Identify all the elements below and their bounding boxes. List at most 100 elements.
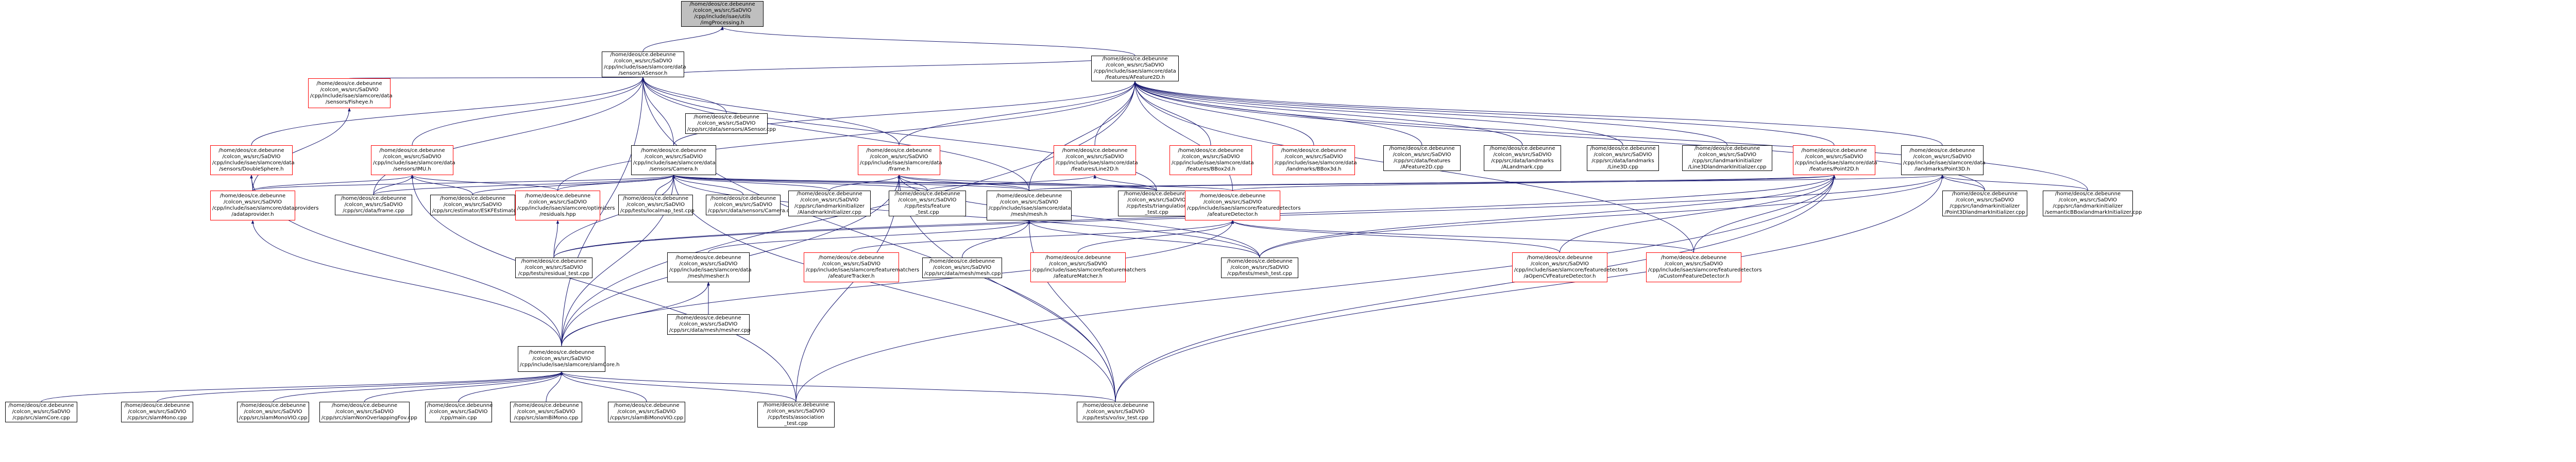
include-edge-afeature-line3dcpp bbox=[1133, 81, 1623, 146]
file-node-mesh_test[interactable]: /home/deos/ce.debeunne/colcon_ws/src/SaD… bbox=[1221, 258, 1298, 278]
file-node-mesher[interactable]: /home/deos/ce.debeunne/colcon_ws/src/SaD… bbox=[667, 252, 752, 282]
file-node-line3dcpp[interactable]: /home/deos/ce.debeunne/colcon_ws/src/SaD… bbox=[1587, 145, 1659, 171]
file-path-line: /colcon_ws/src/SaDVIO bbox=[822, 261, 881, 267]
file-path-line: /cpp/include/isae/slamcore/data bbox=[373, 160, 455, 166]
file-node-residual_test[interactable]: /home/deos/ce.debeunne/colcon_ws/src/SaD… bbox=[515, 258, 592, 278]
file-path-line: /aOpenCVFeatureDetector.h bbox=[1523, 273, 1596, 279]
file-node-meshcpp[interactable]: /home/deos/ce.debeunne/colcon_ws/src/SaD… bbox=[922, 258, 1002, 278]
file-node-line3dinit[interactable]: /home/deos/ce.debeunne/colcon_ws/src/SaD… bbox=[1682, 145, 1772, 171]
file-node-customfd[interactable]: /home/deos/ce.debeunne/colcon_ws/src/SaD… bbox=[1646, 252, 1762, 282]
include-edge-afeature-bbox3dh bbox=[1133, 81, 1314, 146]
file-path-line: /cpp/tests/residual_test.cpp bbox=[518, 271, 589, 277]
file-node-bbox2dh[interactable]: /home/deos/ce.debeunne/colcon_ws/src/SaD… bbox=[1170, 145, 1254, 175]
file-path-line: /cpp/src/landmarkinitializer bbox=[794, 203, 865, 209]
file-path-line: /cpp/src/data/sensors/ASensor.cpp bbox=[687, 127, 776, 132]
file-node-slambimono[interactable]: /home/deos/ce.debeunne/colcon_ws/src/SaD… bbox=[510, 402, 582, 422]
include-edge-slamcore-slambimono bbox=[546, 371, 563, 402]
file-node-semanticbbox[interactable]: /home/deos/ce.debeunne/colcon_ws/src/SaD… bbox=[2043, 191, 2142, 216]
file-node-eskf[interactable]: /home/deos/ce.debeunne/colcon_ws/src/SaD… bbox=[430, 195, 530, 215]
file-node-point3d[interactable]: /home/deos/ce.debeunne/colcon_ws/src/SaD… bbox=[1901, 145, 1986, 175]
file-path-line: /colcon_ws/src/SaDVIO bbox=[1664, 261, 1723, 267]
file-node-localmap_test[interactable]: /home/deos/ce.debeunne/colcon_ws/src/SaD… bbox=[618, 195, 694, 215]
file-node-bbox3dh[interactable]: /home/deos/ce.debeunne/colcon_ws/src/SaD… bbox=[1273, 145, 1357, 175]
file-node-dataprovider[interactable]: /home/deos/ce.debeunne/colcon_ws/src/SaD… bbox=[210, 191, 318, 220]
file-node-afeaturecpp[interactable]: /home/deos/ce.debeunne/colcon_ws/src/SaD… bbox=[1383, 145, 1461, 171]
include-edge-afeature-point3d bbox=[1133, 81, 1943, 146]
include-edge-line2d-frame_test bbox=[927, 175, 1096, 191]
include-edge-afeature-frame bbox=[899, 81, 1137, 146]
file-node-opencvfd[interactable]: /home/deos/ce.debeunne/colcon_ws/src/SaD… bbox=[1512, 252, 1628, 282]
file-node-slammono[interactable]: /home/deos/ce.debeunne/colcon_ws/src/SaD… bbox=[121, 402, 193, 422]
file-path-line: _test.cpp bbox=[784, 421, 808, 426]
include-edge-sensor-frame bbox=[641, 77, 900, 146]
file-path-line: /colcon_ws/src/SaDVIO bbox=[244, 409, 302, 415]
include-edge-afeature-point2d bbox=[1133, 81, 1835, 146]
file-node-point3dinit[interactable]: /home/deos/ce.debeunne/colcon_ws/src/SaD… bbox=[1942, 191, 2027, 216]
file-path-line: /cpp/src/estimator/ESKFEstimator.cpp bbox=[432, 208, 530, 214]
include-edge-mesh-vo_test bbox=[1027, 220, 1116, 402]
file-node-doublesphere[interactable]: /home/deos/ce.debeunne/colcon_ws/src/SaD… bbox=[210, 145, 295, 175]
include-edge-point2d-mesh bbox=[1029, 175, 1836, 191]
file-node-slamcorecpp[interactable]: /home/deos/ce.debeunne/colcon_ws/src/SaD… bbox=[5, 402, 77, 422]
file-node-frame[interactable]: /home/deos/ce.debeunne/colcon_ws/src/SaD… bbox=[858, 145, 942, 175]
file-node-residuals[interactable]: /home/deos/ce.debeunne/colcon_ws/src/SaD… bbox=[515, 191, 615, 220]
file-path-line: /cpp/tests/feature bbox=[904, 203, 951, 209]
file-path-line: /cpp/src/slamMono.cpp bbox=[127, 415, 187, 421]
file-path-line: /colcon_ws/src/SaDVIO bbox=[767, 408, 825, 414]
file-node-afeaturetracker[interactable]: /home/deos/ce.debeunne/colcon_ws/src/SaD… bbox=[804, 252, 919, 282]
include-edge-slamcore-slamnonoverlap bbox=[364, 371, 563, 402]
file-node-triang_test[interactable]: /home/deos/ce.debeunne/colcon_ws/src/SaD… bbox=[1118, 191, 1195, 216]
file-path-line: /home/deos/ce.debeunne bbox=[2055, 191, 2121, 197]
file-path-line: /home/deos/ce.debeunne bbox=[675, 315, 741, 321]
file-path-line: /home/deos/ce.debeunne bbox=[1952, 191, 2018, 197]
include-edge-afeaturedetector-slamcore bbox=[561, 220, 1234, 347]
file-node-vo_test[interactable]: /home/deos/ce.debeunne/colcon_ws/src/SaD… bbox=[1077, 402, 1154, 422]
file-path-line: /features/AFeature2D.h bbox=[1105, 75, 1165, 80]
include-edge-sensor-imu bbox=[412, 77, 645, 146]
file-path-line: /home/deos/ce.debeunne bbox=[240, 403, 306, 408]
file-node-slambimonovio[interactable]: /home/deos/ce.debeunne/colcon_ws/src/SaD… bbox=[608, 402, 685, 422]
include-edge-point2d-customfd bbox=[1693, 175, 1836, 253]
file-node-fisheye[interactable]: /home/deos/ce.debeunne/colcon_ws/src/SaD… bbox=[308, 78, 393, 108]
file-node-alandmarkinit[interactable]: /home/deos/ce.debeunne/colcon_ws/src/SaD… bbox=[788, 191, 871, 216]
file-path-line: /aCustomFeatureDetector.h bbox=[1658, 273, 1730, 279]
file-path-line: /landmarks/BBox3d.h bbox=[1286, 166, 1342, 172]
file-path-line: /cpp/src/slamNonOverlappingFov.cpp bbox=[321, 415, 417, 421]
file-node-cameracpp[interactable]: /home/deos/ce.debeunne/colcon_ws/src/SaD… bbox=[706, 195, 796, 215]
include-edge-slamcore-slamcorecpp bbox=[41, 371, 563, 402]
include-edge-slamcore-slambimonovio bbox=[560, 371, 647, 402]
file-path-line: /imgProcessing.h bbox=[700, 20, 744, 26]
file-node-sensor[interactable]: /home/deos/ce.debeunne/colcon_ws/src/SaD… bbox=[602, 52, 686, 77]
file-path-line: /afeatureMatcher.h bbox=[1054, 273, 1103, 279]
include-edge-sensor-framecpp bbox=[373, 77, 645, 195]
file-path-line: /colcon_ws/src/SaDVIO bbox=[1048, 261, 1108, 267]
file-path-line: /colcon_ws/src/SaDVIO bbox=[1913, 154, 1972, 160]
file-path-line: /sensors/ASensor.h bbox=[618, 71, 668, 76]
include-edge-camera-alandmarkinit bbox=[672, 175, 830, 191]
file-node-camera[interactable]: /home/deos/ce.debeunne/colcon_ws/src/SaD… bbox=[631, 145, 716, 175]
include-edge-camera-cameracpp bbox=[672, 175, 743, 195]
file-node-slammonovio[interactable]: /home/deos/ce.debeunne/colcon_ws/src/SaD… bbox=[237, 402, 309, 422]
file-node-imu[interactable]: /home/deos/ce.debeunne/colcon_ws/src/SaD… bbox=[371, 145, 455, 175]
file-node-point2d[interactable]: /home/deos/ce.debeunne/colcon_ws/src/SaD… bbox=[1793, 145, 1877, 175]
file-node-mesh[interactable]: /home/deos/ce.debeunne/colcon_ws/src/SaD… bbox=[987, 191, 1072, 220]
file-path-line: /cpp/include/isae/slamcore/optimizers bbox=[517, 206, 615, 211]
file-node-afeature[interactable]: /home/deos/ce.debeunne/colcon_ws/src/SaD… bbox=[1091, 56, 1179, 81]
include-edge-frame-frame_test bbox=[897, 175, 928, 191]
include-edge-mesh-meshcpp bbox=[962, 220, 1031, 258]
file-node-frame_test[interactable]: /home/deos/ce.debeunne/colcon_ws/src/SaD… bbox=[889, 191, 966, 216]
file-node-slamnonoverlap[interactable]: /home/deos/ce.debeunne/colcon_ws/src/SaD… bbox=[319, 402, 417, 422]
file-path-line: /colcon_ws/src/SaDVIO bbox=[614, 58, 672, 64]
file-node-maincpp[interactable]: /home/deos/ce.debeunne/colcon_ws/src/SaD… bbox=[425, 402, 493, 422]
file-path-line: /sensors/DoubleSphere.h bbox=[219, 166, 284, 172]
file-node-afeaturedetector[interactable]: /home/deos/ce.debeunne/colcon_ws/src/SaD… bbox=[1185, 191, 1301, 220]
file-node-framecpp[interactable]: /home/deos/ce.debeunne/colcon_ws/src/SaD… bbox=[335, 195, 412, 215]
file-node-afeaturematcher[interactable]: /home/deos/ce.debeunne/colcon_ws/src/SaD… bbox=[1030, 252, 1146, 282]
file-node-line2d[interactable]: /home/deos/ce.debeunne/colcon_ws/src/SaD… bbox=[1054, 145, 1138, 175]
file-node-meshercpp[interactable]: /home/deos/ce.debeunne/colcon_ws/src/SaD… bbox=[667, 314, 751, 335]
file-node-association_test[interactable]: /home/deos/ce.debeunne/colcon_ws/src/SaD… bbox=[757, 402, 835, 427]
file-node-alandmarkcpp[interactable]: /home/deos/ce.debeunne/colcon_ws/src/SaD… bbox=[1484, 145, 1561, 171]
file-node-asensorcpp[interactable]: /home/deos/ce.debeunne/colcon_ws/src/SaD… bbox=[685, 113, 776, 134]
file-node-slamcore[interactable]: /home/deos/ce.debeunne/colcon_ws/src/SaD… bbox=[518, 346, 620, 372]
